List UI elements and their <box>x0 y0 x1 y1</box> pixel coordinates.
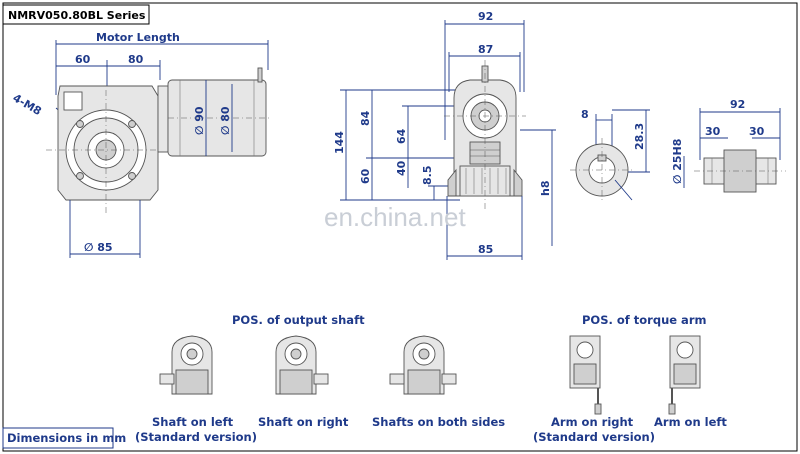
dim-h8: h8 <box>539 181 552 197</box>
dim-87-front: 87 <box>478 43 493 56</box>
dim-40: 40 <box>395 160 408 176</box>
side-view: Motor Length 60 80 4-M8 ∅ 90 <box>11 31 270 258</box>
dim-92-front: 92 <box>478 10 493 23</box>
dim-84: 84 <box>359 110 372 126</box>
arm-left-diagram <box>668 335 701 415</box>
dim-60-side: 60 <box>75 53 91 66</box>
dia-80-label: ∅ 80 <box>219 106 232 135</box>
shaft-both-label: Shafts on both sides <box>372 415 505 429</box>
output-shaft-section: POS. of output shaft Shaft on left (Stan… <box>135 313 505 444</box>
shaft-right-diagram <box>275 335 329 395</box>
flange-view: 8 28.3 <box>570 108 650 202</box>
shaft-right-label: Shaft on right <box>258 415 349 429</box>
units-note-box: Dimensions in mm <box>2 427 126 449</box>
shaft-left-sublabel: (Standard version) <box>135 430 257 444</box>
dim-144: 144 <box>333 131 346 154</box>
series-title: NMRV050.80BL Series <box>8 9 146 22</box>
arm-right-diagram <box>569 335 602 415</box>
units-note: Dimensions in mm <box>7 431 126 445</box>
series-title-box: NMRV050.80BL Series <box>2 4 150 25</box>
dia-25h8-label: ∅ 25H8 <box>671 139 684 184</box>
shaft-both-diagram <box>389 335 457 395</box>
dim-8-5: 8.5 <box>421 166 434 186</box>
dim-30-right: 30 <box>749 125 765 138</box>
output-shaft-title: POS. of output shaft <box>232 313 365 327</box>
arm-left-label: Arm on left <box>654 415 727 429</box>
torque-arm-section: POS. of torque arm Arm on right (Standar… <box>533 313 727 444</box>
arm-right-label: Arm on right <box>551 415 634 429</box>
thread-4-m8-label: 4-M8 <box>11 91 44 118</box>
dim-64: 64 <box>395 128 408 144</box>
dia-90-label: ∅ 90 <box>193 106 206 135</box>
motor-length-label: Motor Length <box>96 31 180 44</box>
watermark: en.china.net <box>324 202 466 232</box>
shaft-left-label: Shaft on left <box>152 415 234 429</box>
shaft-left-diagram <box>159 335 213 395</box>
dim-85-front: 85 <box>478 243 493 256</box>
dim-8-flange: 8 <box>581 108 589 121</box>
dia-85-label: ∅ 85 <box>84 241 113 254</box>
dim-92-shaft: 92 <box>730 98 745 111</box>
torque-arm-title: POS. of torque arm <box>582 313 706 327</box>
dim-30-left: 30 <box>705 125 721 138</box>
dim-28-3: 28.3 <box>633 123 646 150</box>
front-view: 92 87 144 84 60 64 40 8.5 <box>333 10 556 260</box>
dim-80-side: 80 <box>128 53 144 66</box>
dim-60-front: 60 <box>359 168 372 184</box>
arm-right-sublabel: (Standard version) <box>533 430 655 444</box>
shaft-view: 92 30 30 ∅ 25H8 <box>671 98 786 193</box>
